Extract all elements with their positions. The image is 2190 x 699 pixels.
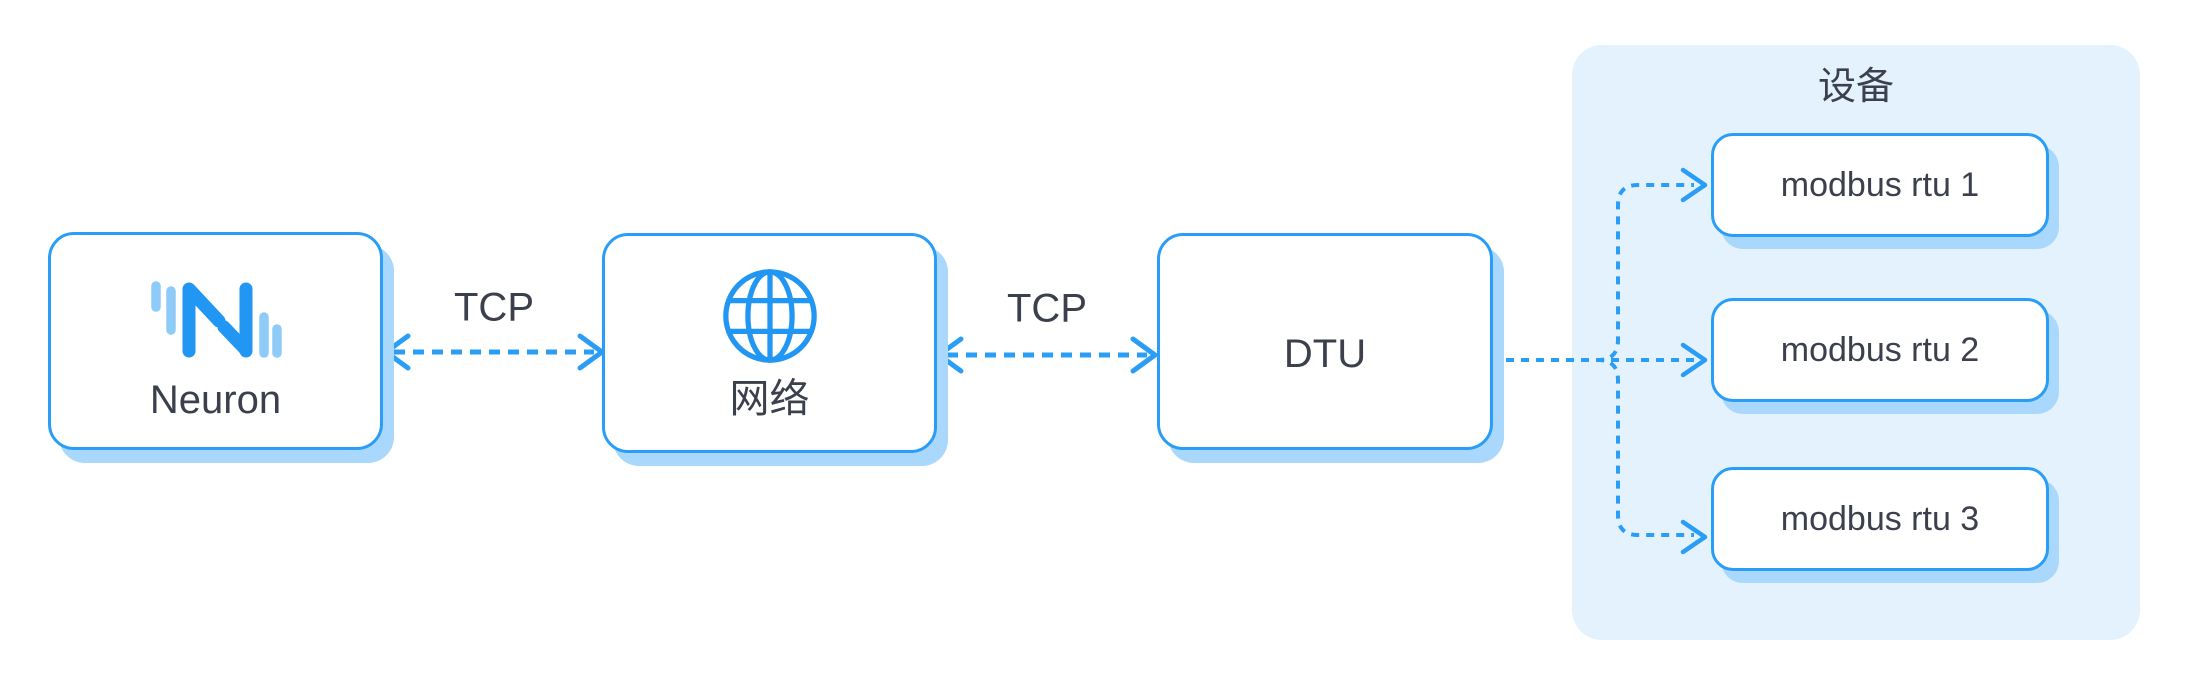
dtu-label: DTU xyxy=(1283,331,1367,376)
device-box-modbus-rtu-2: modbus rtu 2 xyxy=(1711,298,2049,402)
device-box-modbus-rtu-3: modbus rtu 3 xyxy=(1711,467,2049,571)
neuron-node: Neuron xyxy=(48,232,383,450)
connection-network-dtu xyxy=(936,336,1158,374)
tcp-label-network-dtu: TCP xyxy=(1007,286,1087,331)
devices-panel-title: 设备 xyxy=(1817,66,1894,108)
neuron-logo-icon xyxy=(150,281,282,358)
arrowhead-right-icon xyxy=(1130,336,1158,374)
device-label: modbus rtu 3 xyxy=(1780,499,1980,538)
device-box-modbus-rtu-1: modbus rtu 1 xyxy=(1711,133,2049,237)
dtu-node: DTU xyxy=(1157,233,1493,450)
tcp-label-neuron-network: TCP xyxy=(454,285,534,330)
arrowhead-right-icon xyxy=(577,333,605,371)
device-label: modbus rtu 2 xyxy=(1780,330,1980,369)
connection-neuron-network xyxy=(383,333,605,371)
network-label: 网络 xyxy=(729,377,810,421)
globe-icon xyxy=(722,269,817,363)
device-label: modbus rtu 1 xyxy=(1780,165,1980,204)
neuron-label: Neuron xyxy=(149,378,282,422)
network-node: 网络 xyxy=(602,233,937,453)
arrowhead-left-icon xyxy=(383,333,411,371)
arrowhead-left-icon xyxy=(936,336,964,374)
